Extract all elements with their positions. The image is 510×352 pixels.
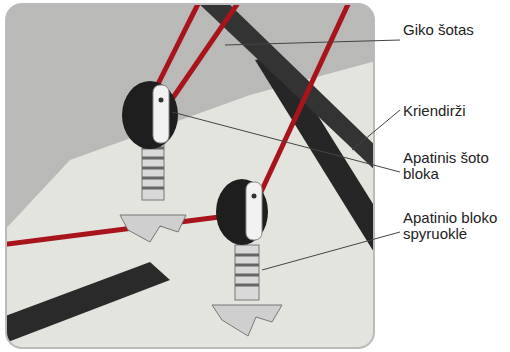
background-wall	[6, 4, 374, 348]
leader-line	[352, 110, 400, 150]
block-base	[212, 305, 282, 336]
block-spring	[235, 245, 259, 300]
part-label: Giko šotas	[403, 22, 509, 38]
leader-line	[225, 40, 400, 45]
leader-line	[262, 232, 400, 270]
leader-line	[172, 112, 400, 172]
lower-sheet-block	[120, 81, 186, 242]
part-label: Apatinio bloko spyruoklė	[403, 210, 509, 242]
lower-sheet-block	[212, 179, 282, 336]
part-label: Apatinis šoto bloka	[403, 150, 509, 182]
image-frame	[6, 4, 374, 348]
part-label: Kriendirži	[403, 103, 509, 119]
block-base	[120, 215, 186, 242]
jib-sheet	[255, 4, 350, 205]
sheet-track-right	[255, 55, 374, 262]
jib-sheet	[6, 215, 235, 245]
sheet-track-left	[6, 262, 170, 345]
jib-sheet	[168, 4, 240, 105]
